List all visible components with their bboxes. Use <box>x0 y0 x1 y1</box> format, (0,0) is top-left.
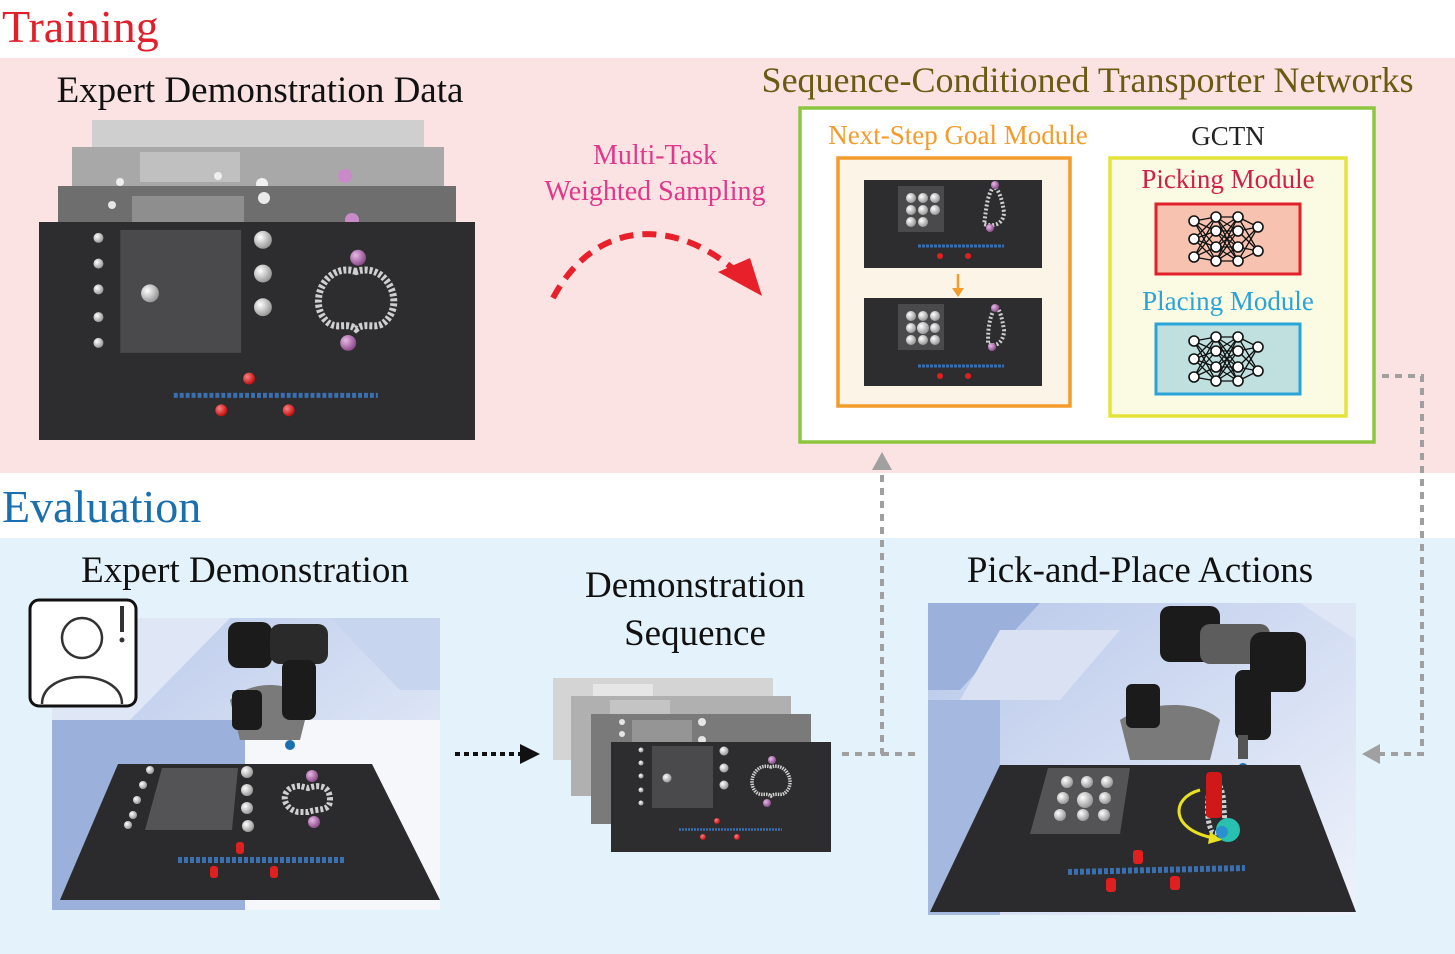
expert-data-stack <box>39 120 475 440</box>
connector-left-arrow-head <box>1362 744 1380 764</box>
training-title: Training <box>2 1 159 52</box>
person-icon <box>28 598 138 708</box>
sampling-label-line1: Multi-Task <box>592 140 718 171</box>
sampling-arrow <box>550 231 753 300</box>
evaluation-title: Evaluation <box>2 481 202 532</box>
goal-thumb-next <box>864 298 1042 386</box>
picking-module-title: Picking Module <box>1141 164 1314 194</box>
sampling-label: Multi-Task Weighted Sampling <box>520 138 790 210</box>
demo-sequence-stack <box>553 678 831 852</box>
sampling-arrow-head <box>718 258 762 296</box>
expert-data-label: Expert Demonstration Data <box>56 70 464 111</box>
pick-place-label: Pick-and-Place Actions <box>966 550 1314 591</box>
demo-sequence-line1: Demonstration <box>585 565 805 606</box>
demo-sequence-line2: Sequence <box>624 613 766 654</box>
expert-demo-label: Expert Demonstration <box>81 550 409 591</box>
gray-connectors <box>842 374 1424 756</box>
placing-module-title: Placing Module <box>1142 286 1314 316</box>
goal-thumb-current <box>864 180 1042 268</box>
sctn-title: Sequence-Conditioned Transporter Network… <box>761 60 1414 100</box>
demo-sequence-label: Demonstration Sequence <box>555 562 835 658</box>
goal-module-title: Next-Step Goal Module <box>828 120 1087 150</box>
sampling-label-line2: Weighted Sampling <box>544 176 766 207</box>
connector-up-arrow-head <box>872 452 892 470</box>
goal-step-arrow-head <box>952 288 964 297</box>
demo-to-sequence-arrow-head <box>520 744 540 764</box>
pick-place-scene <box>928 603 1356 915</box>
gctn-title: GCTN <box>1191 121 1265 151</box>
